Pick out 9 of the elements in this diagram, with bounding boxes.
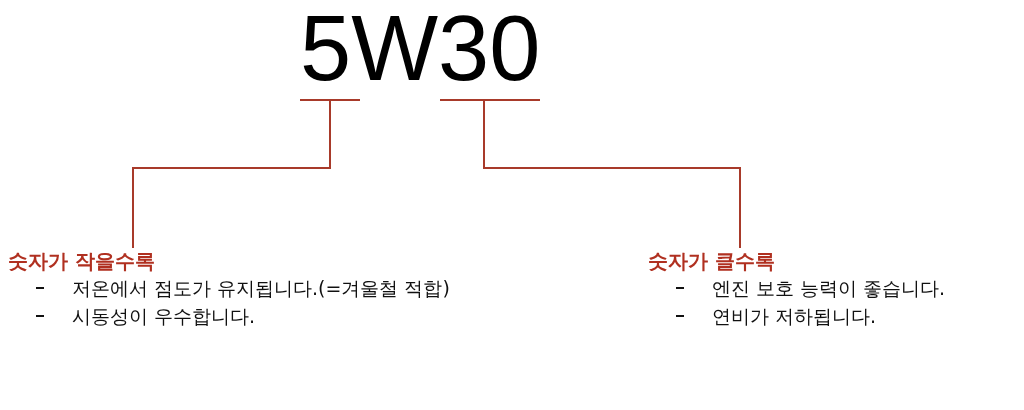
- leader-line: [483, 99, 741, 249]
- list-item: 연비가 저하됩니다.: [712, 304, 878, 329]
- heading: 숫자가 클수록: [648, 248, 776, 274]
- heading: 숫자가 작을수록: [8, 248, 156, 274]
- list-item: 엔진 보호 능력이 좋습니다.: [712, 276, 946, 301]
- leader-line: [132, 99, 331, 249]
- list-item: 저온에서 점도가 유지됩니다.(=겨울철 적합): [72, 276, 450, 301]
- list-item: 시동성이 우수합니다.: [72, 304, 257, 329]
- oil-grade-label: 5W30: [300, 2, 541, 94]
